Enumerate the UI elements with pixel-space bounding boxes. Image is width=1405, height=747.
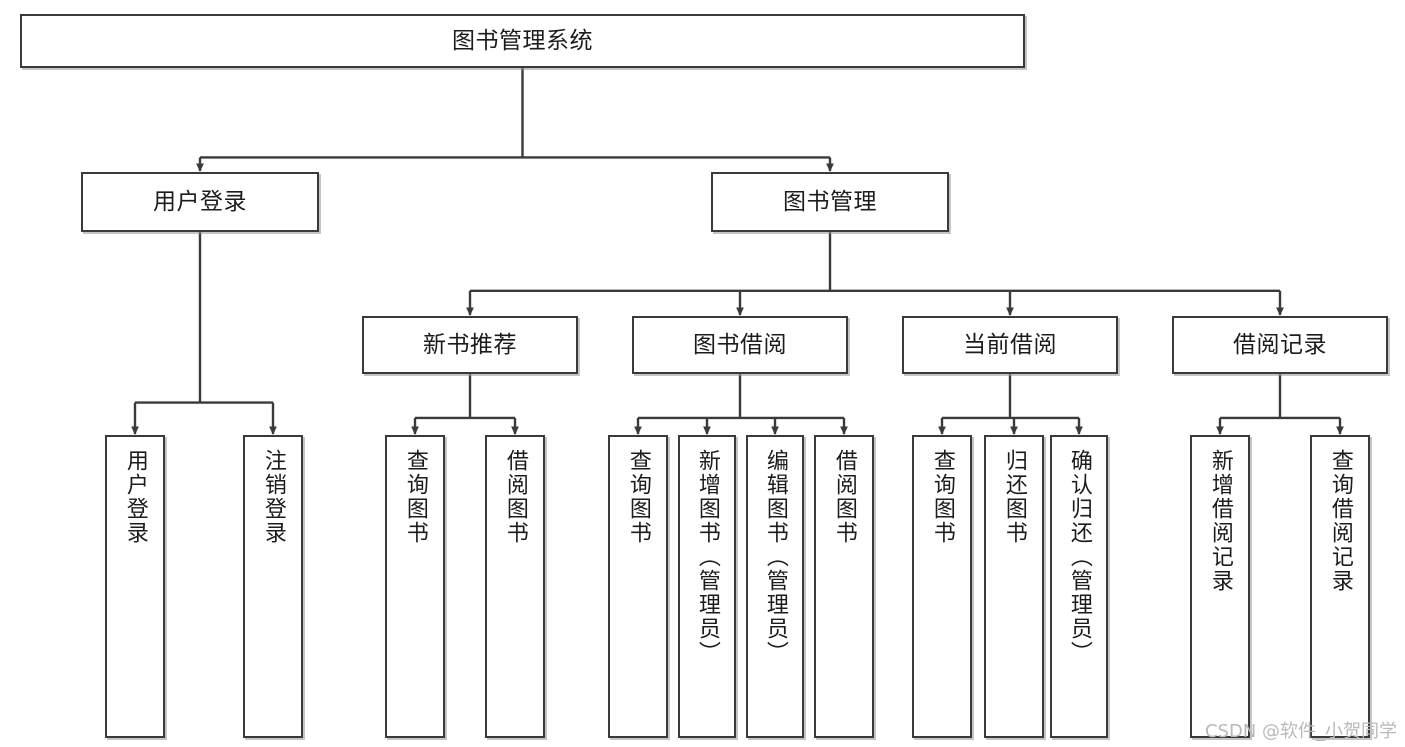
node-label: 确认归还（管理员） — [1066, 449, 1092, 665]
node-label: 用户登录 — [153, 188, 247, 215]
leaf-query-book-borrow[interactable]: 查询图书 — [608, 435, 668, 738]
node-label: 编辑图书（管理员） — [762, 449, 788, 665]
node-label: 当前借阅 — [963, 331, 1057, 358]
leaf-query-book-current[interactable]: 查询图书 — [912, 435, 972, 738]
node-current-borrowing[interactable]: 当前借阅 — [902, 316, 1118, 374]
node-label: 新书推荐 — [423, 331, 517, 358]
node-borrowing-record[interactable]: 借阅记录 — [1172, 316, 1388, 374]
leaf-confirm-return-admin[interactable]: 确认归还（管理员） — [1050, 435, 1108, 738]
node-label: 图书管理系统 — [452, 27, 593, 54]
node-book-borrowing[interactable]: 图书借阅 — [632, 316, 848, 374]
node-label: 图书借阅 — [693, 331, 787, 358]
node-label: 查询图书 — [929, 449, 955, 545]
node-label: 借阅图书 — [502, 449, 528, 545]
node-label: 查询图书 — [625, 449, 651, 545]
leaf-borrow-book[interactable]: 借阅图书 — [814, 435, 874, 738]
node-label: 借阅图书 — [831, 449, 857, 545]
node-label: 查询图书 — [402, 449, 428, 545]
leaf-return-book[interactable]: 归还图书 — [984, 435, 1044, 738]
leaf-query-book-recommend[interactable]: 查询图书 — [385, 435, 445, 738]
csdn-watermark: CSDN @软件_小贺同学 — [1204, 721, 1397, 742]
node-label: 借阅记录 — [1233, 331, 1327, 358]
leaf-add-borrow-record[interactable]: 新增借阅记录 — [1190, 435, 1250, 738]
leaf-add-book-admin[interactable]: 新增图书（管理员） — [678, 435, 736, 738]
node-book-management[interactable]: 图书管理 — [711, 172, 949, 232]
node-book-management-system[interactable]: 图书管理系统 — [20, 14, 1025, 68]
node-label: 注销登录 — [260, 449, 286, 545]
node-label: 查询借阅记录 — [1327, 449, 1353, 593]
node-label: 图书管理 — [783, 188, 877, 215]
leaf-user-login[interactable]: 用户登录 — [105, 435, 165, 738]
node-new-book-recommendation[interactable]: 新书推荐 — [362, 316, 578, 374]
node-label: 新增借阅记录 — [1207, 449, 1233, 593]
node-label: 新增图书（管理员） — [694, 449, 720, 665]
node-label: 归还图书 — [1001, 449, 1027, 545]
leaf-logout-login[interactable]: 注销登录 — [243, 435, 303, 738]
leaf-borrow-book-recommend[interactable]: 借阅图书 — [485, 435, 545, 738]
leaf-query-borrow-record[interactable]: 查询借阅记录 — [1310, 435, 1370, 738]
leaf-edit-book-admin[interactable]: 编辑图书（管理员） — [746, 435, 804, 738]
node-user-login[interactable]: 用户登录 — [81, 172, 319, 232]
node-label: 用户登录 — [122, 449, 148, 545]
